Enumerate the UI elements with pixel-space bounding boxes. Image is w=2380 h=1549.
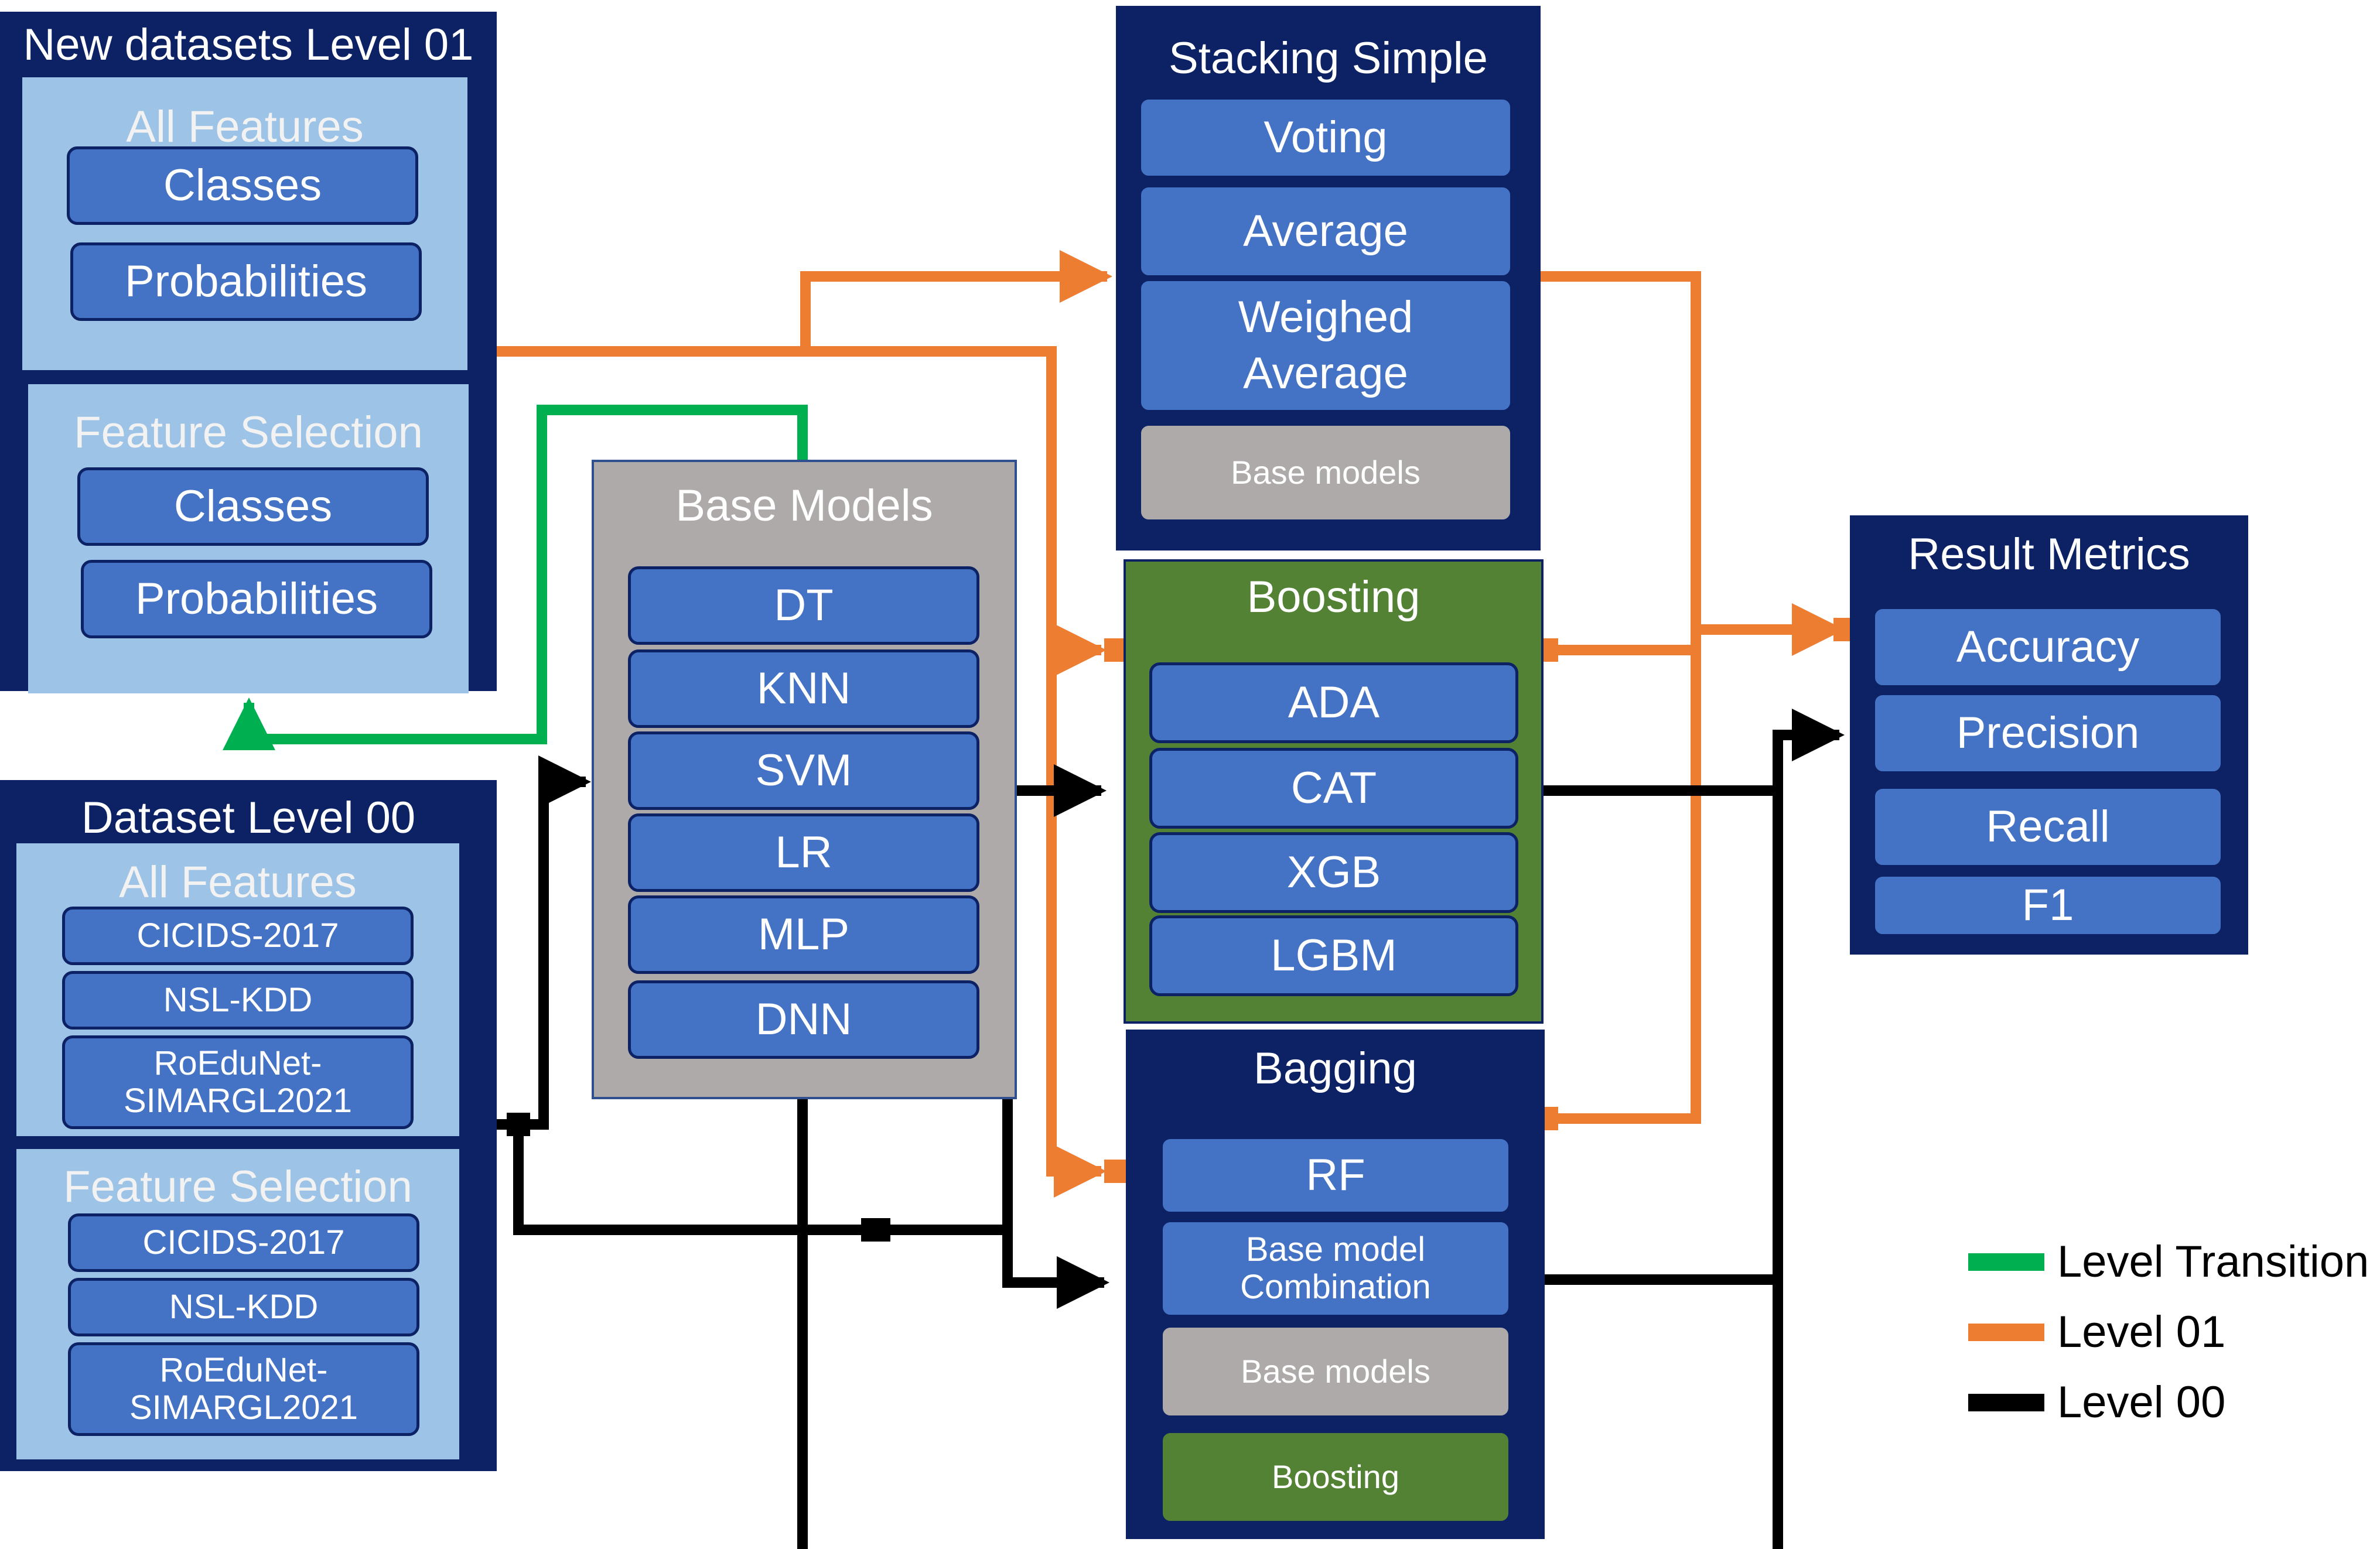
bagging-base-models-box: Base models (1160, 1325, 1511, 1418)
stacking-simple-panel: Stacking Simple Voting Average Weighed A… (1116, 6, 1541, 550)
new-datasets-level01-panel: New datasets Level 01 All Features Class… (0, 12, 497, 693)
stacking-weighed-average-box: Weighed Average (1138, 278, 1513, 413)
new-datasets-all-features-group: All Features Classes Probabilities (22, 77, 467, 370)
legend-level00-swatch (1968, 1394, 2044, 1411)
dataset-level00-panel: Dataset Level 00 All Features CICIDS-201… (0, 780, 497, 1471)
stacking-voting-box: Voting (1138, 97, 1513, 179)
legend-level-transition-swatch (1968, 1253, 2044, 1271)
level00-connector-squares (507, 1113, 890, 1242)
dataset-all-features-title: All Features (119, 857, 357, 907)
dataset-fs-roedunet-box: RoEduNet- SIMARGL2021 (68, 1342, 419, 1436)
dataset-all-features-group: All Features CICIDS-2017 NSL-KDD RoEduNe… (16, 843, 459, 1136)
new-datasets-fs-probabilities-box: Probabilities (81, 560, 432, 638)
base-model-dnn-box: DNN (628, 980, 979, 1059)
result-metrics-title: Result Metrics (1908, 529, 2190, 579)
dataset-all-roedunet-box: RoEduNet- SIMARGL2021 (62, 1035, 414, 1129)
legend-level00-label: Level 00 (2057, 1377, 2226, 1427)
boosting-lgbm-box: LGBM (1149, 915, 1518, 996)
bagging-base-model-combination-box: Base model Combination (1160, 1219, 1511, 1318)
metric-recall-box: Recall (1872, 786, 2224, 868)
base-model-lr-box: LR (628, 813, 979, 892)
boosting-xgb-box: XGB (1149, 832, 1518, 913)
metric-precision-box: Precision (1872, 692, 2224, 774)
legend-level01-swatch (1968, 1324, 2044, 1341)
new-datasets-feature-selection-title: Feature Selection (74, 408, 423, 457)
new-datasets-all-probabilities-box: Probabilities (70, 242, 422, 321)
bagging-rf-box: RF (1160, 1136, 1511, 1215)
metric-accuracy-box: Accuracy (1872, 606, 2224, 688)
boosting-ada-box: ADA (1149, 662, 1518, 743)
base-model-dt-box: DT (628, 566, 979, 645)
base-model-svm-box: SVM (628, 731, 979, 810)
dataset-level00-title: Dataset Level 00 (81, 793, 416, 843)
stacking-simple-title: Stacking Simple (1169, 33, 1488, 83)
metric-f1-box: F1 (1872, 874, 2224, 937)
base-model-knn-box: KNN (628, 649, 979, 728)
base-model-mlp-box: MLP (628, 895, 979, 974)
bagging-panel: Bagging RF Base model Combination Base m… (1126, 1030, 1545, 1539)
level00-lines (497, 709, 1845, 1549)
base-models-panel: Base Models DT KNN SVM LR MLP DNN (592, 460, 1017, 1099)
stacking-base-models-box: Base models (1138, 423, 1513, 522)
new-datasets-all-classes-box: Classes (67, 146, 418, 225)
legend-level01-label: Level 01 (2057, 1307, 2226, 1357)
boosting-cat-box: CAT (1149, 748, 1518, 829)
boosting-title: Boosting (1247, 572, 1421, 622)
dataset-fs-nslkdd-box: NSL-KDD (68, 1278, 419, 1336)
dataset-all-cicids-box: CICIDS-2017 (62, 907, 414, 965)
dataset-feature-selection-group: Feature Selection CICIDS-2017 NSL-KDD Ro… (16, 1149, 459, 1459)
bagging-title: Bagging (1254, 1044, 1417, 1093)
boosting-panel: Boosting ADA CAT XGB LGBM (1124, 559, 1544, 1024)
bagging-boosting-box: Boosting (1160, 1430, 1511, 1524)
new-datasets-fs-classes-box: Classes (77, 467, 429, 546)
dataset-fs-cicids-box: CICIDS-2017 (68, 1213, 419, 1272)
level-transition-line (223, 405, 808, 750)
new-datasets-level01-title: New datasets Level 01 (23, 20, 474, 70)
dataset-feature-selection-title: Feature Selection (63, 1162, 412, 1212)
dataset-all-nslkdd-box: NSL-KDD (62, 971, 414, 1030)
stacking-average-box: Average (1138, 184, 1513, 278)
base-models-title: Base Models (675, 481, 933, 531)
result-metrics-panel: Result Metrics Accuracy Precision Recall… (1850, 515, 2248, 955)
new-datasets-all-features-title: All Features (126, 102, 364, 152)
legend-level-transition-label: Level Transition (2057, 1237, 2369, 1287)
new-datasets-feature-selection-group: Feature Selection Classes Probabilities (28, 384, 469, 693)
level01-lines (497, 250, 1845, 1198)
